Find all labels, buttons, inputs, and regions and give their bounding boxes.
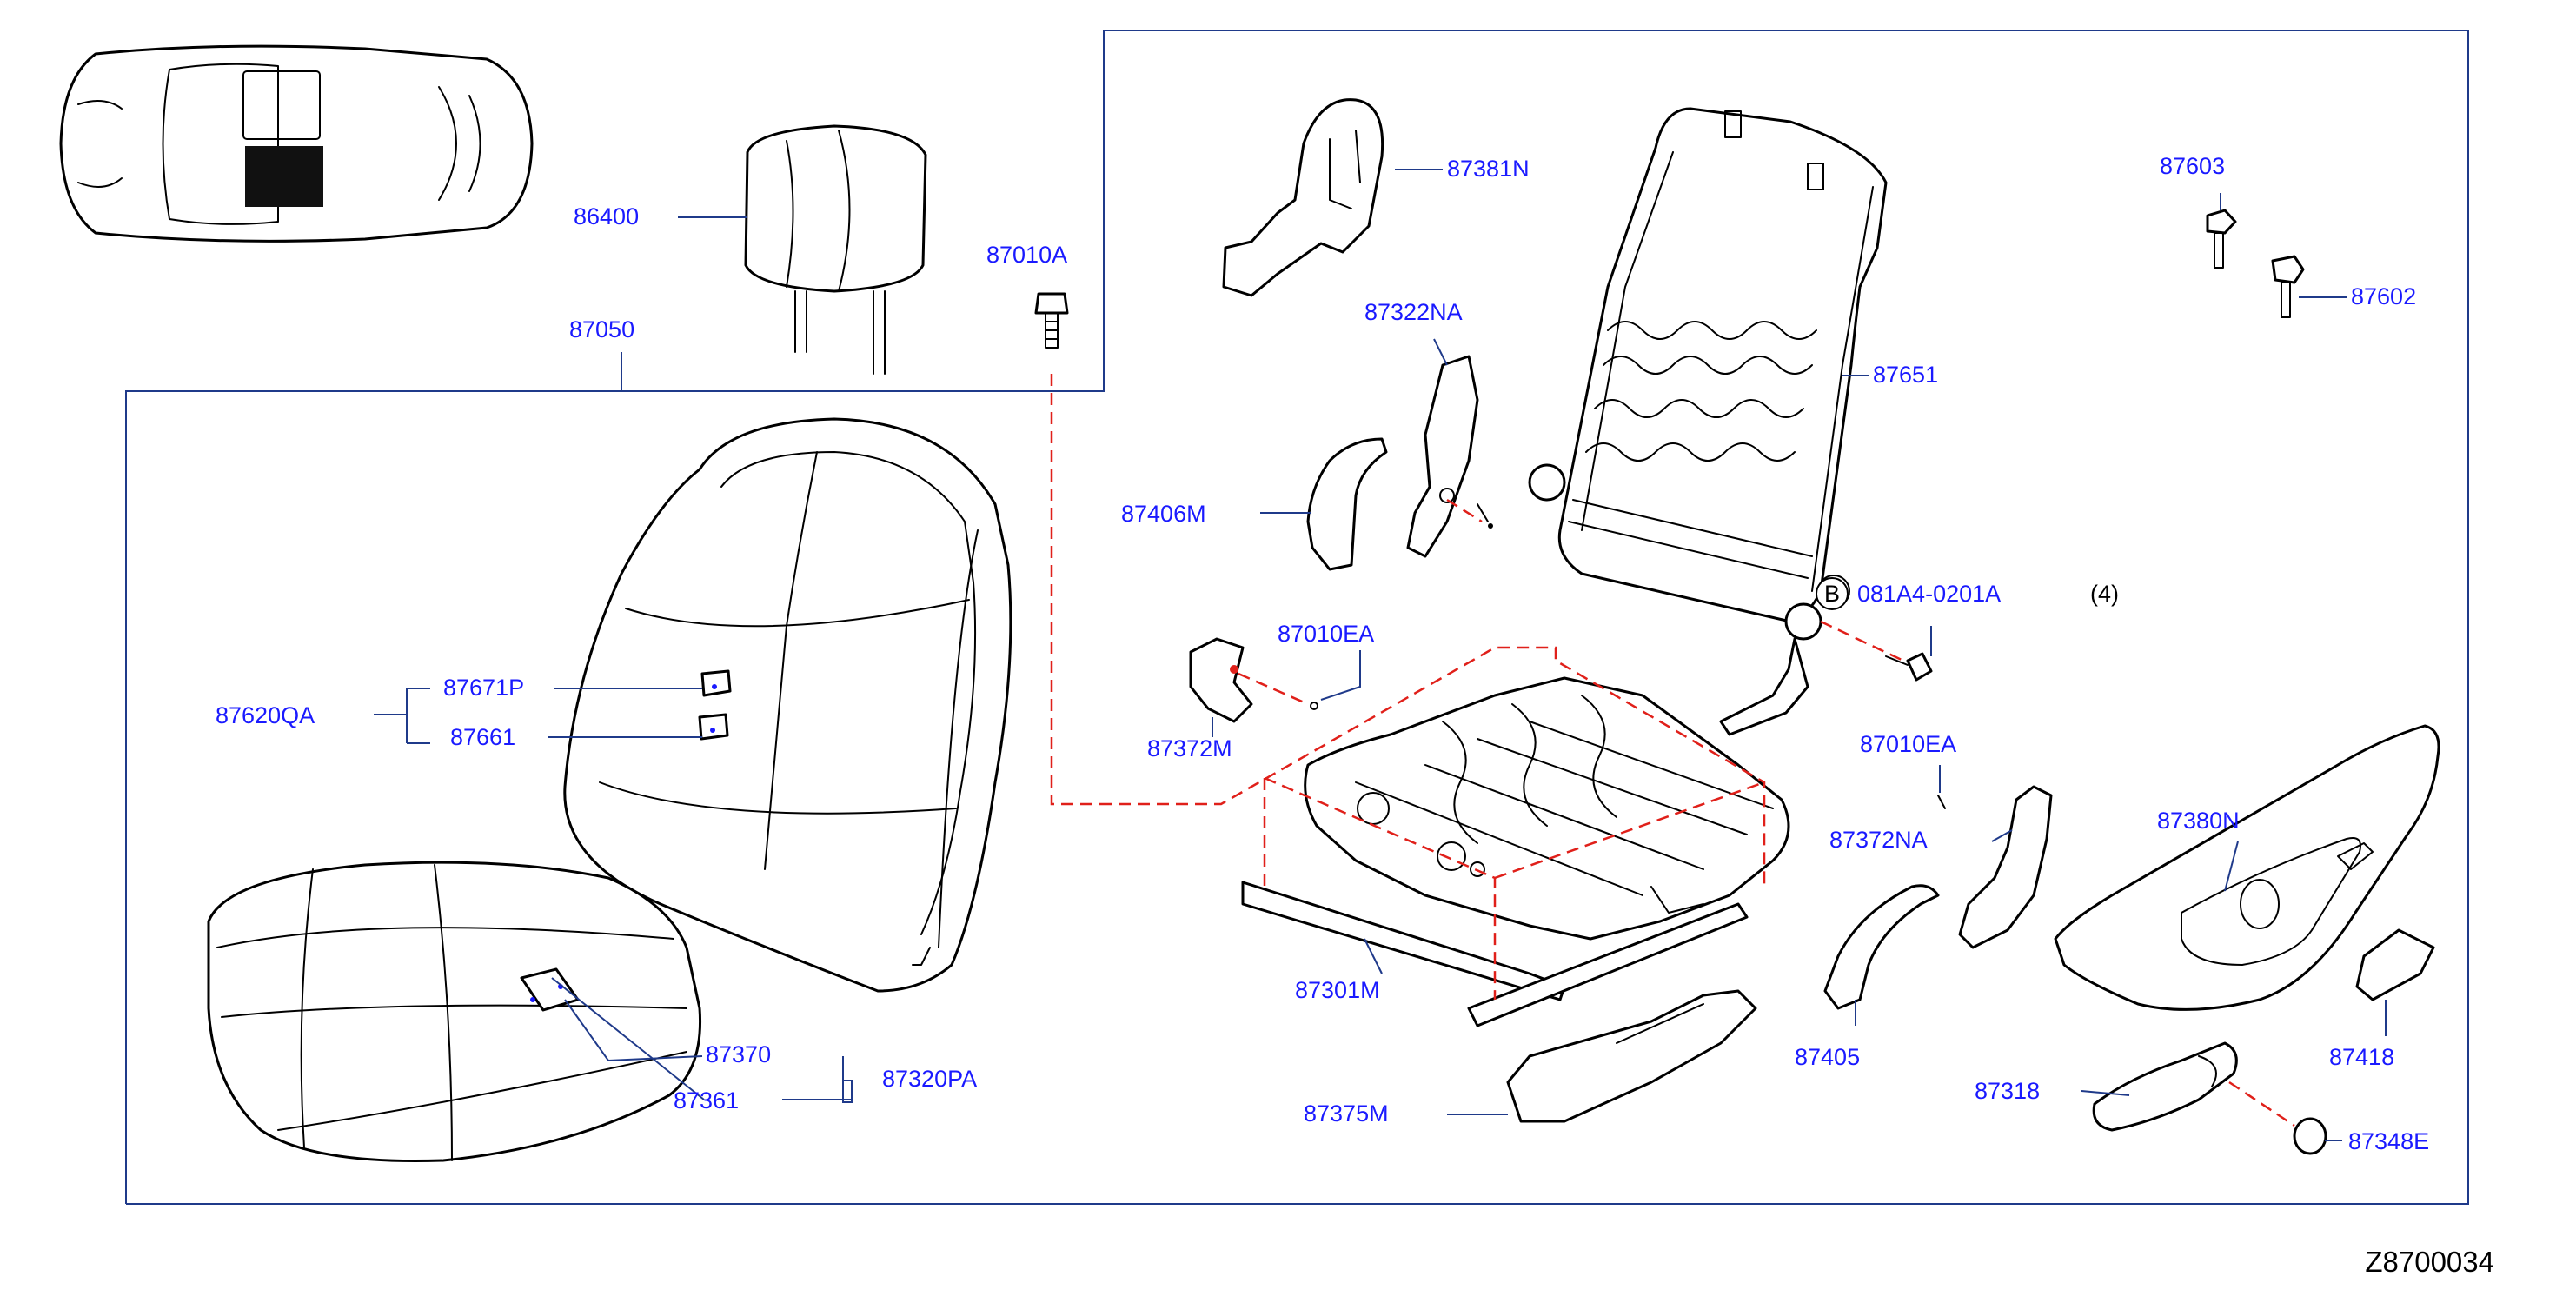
bracket-87372na (1937, 785, 2053, 949)
callout-b: B (1816, 577, 1849, 610)
label-87381n: 87381N (1447, 156, 1530, 182)
label-87380n: 87380N (2157, 808, 2240, 834)
label-87361: 87361 (674, 1087, 739, 1114)
label-87370: 87370 (706, 1041, 771, 1067)
cover-87418 (2355, 928, 2435, 1001)
assembly-dashed-lines (1050, 374, 2295, 1127)
label-87418: 87418 (2329, 1044, 2394, 1070)
label-87010a: 87010A (986, 242, 1067, 268)
trim-87406m (1306, 437, 1388, 571)
label-87651: 87651 (1873, 362, 1938, 388)
seat-back-frame (1528, 107, 1888, 736)
seat-cushion-frame (1241, 676, 1790, 1027)
seat-cushion-cover (207, 861, 702, 1163)
label-87603: 87603 (2160, 153, 2225, 179)
assembly-boundary (125, 30, 2469, 1205)
seat-back-tags (698, 669, 732, 741)
cap-87348e (2293, 1117, 2327, 1155)
label-87406m: 87406M (1121, 501, 1206, 527)
label-87671p: 87671P (443, 675, 524, 701)
label-87010ea-upper: 87010EA (1278, 621, 1374, 647)
part-labels: 86400 87050 87010A 87381N 87322NA 87406M… (216, 153, 2494, 1278)
trim-87322na (1406, 355, 1493, 558)
leader-lines (374, 169, 2387, 1141)
bolt-87010a (1034, 292, 1069, 349)
label-87322na: 87322NA (1364, 299, 1463, 325)
vehicle-locator-icon (59, 44, 534, 243)
headrest (744, 124, 927, 375)
label-87348e: 87348E (2348, 1128, 2429, 1154)
label-87661: 87661 (450, 724, 515, 750)
quantity-note: (4) (2090, 581, 2119, 607)
cover-87375m (1506, 989, 1757, 1123)
label-87050: 87050 (569, 316, 634, 342)
label-87620qa: 87620QA (216, 702, 315, 728)
label-87375m: 87375M (1304, 1100, 1389, 1127)
label-87318: 87318 (1975, 1078, 2040, 1104)
label-081a4-0201a: 081A4-0201A (1857, 581, 2001, 607)
bracket-87372m (1189, 637, 1318, 723)
label-87372m: 87372M (1147, 735, 1232, 761)
side-cover-87380n (2054, 724, 2440, 1011)
label-87602: 87602 (2351, 283, 2416, 309)
label-87301m: 87301M (1295, 977, 1380, 1003)
cover-87381n (1222, 98, 1384, 297)
diagram-code: Z8700034 (2365, 1246, 2494, 1278)
label-87010ea-lower: 87010EA (1860, 731, 1956, 757)
trim-87405 (1823, 884, 1940, 1010)
callout-b-letter: B (1824, 581, 1840, 607)
seat-back-cover (563, 417, 1012, 993)
clip-87603 (2206, 209, 2237, 269)
clip-87602 (2271, 255, 2305, 318)
label-86400: 86400 (574, 203, 639, 229)
label-87320pa: 87320PA (882, 1066, 977, 1092)
lever-87318 (2092, 1041, 2238, 1132)
label-87372na: 87372NA (1829, 827, 1928, 853)
label-87405: 87405 (1795, 1044, 1860, 1070)
